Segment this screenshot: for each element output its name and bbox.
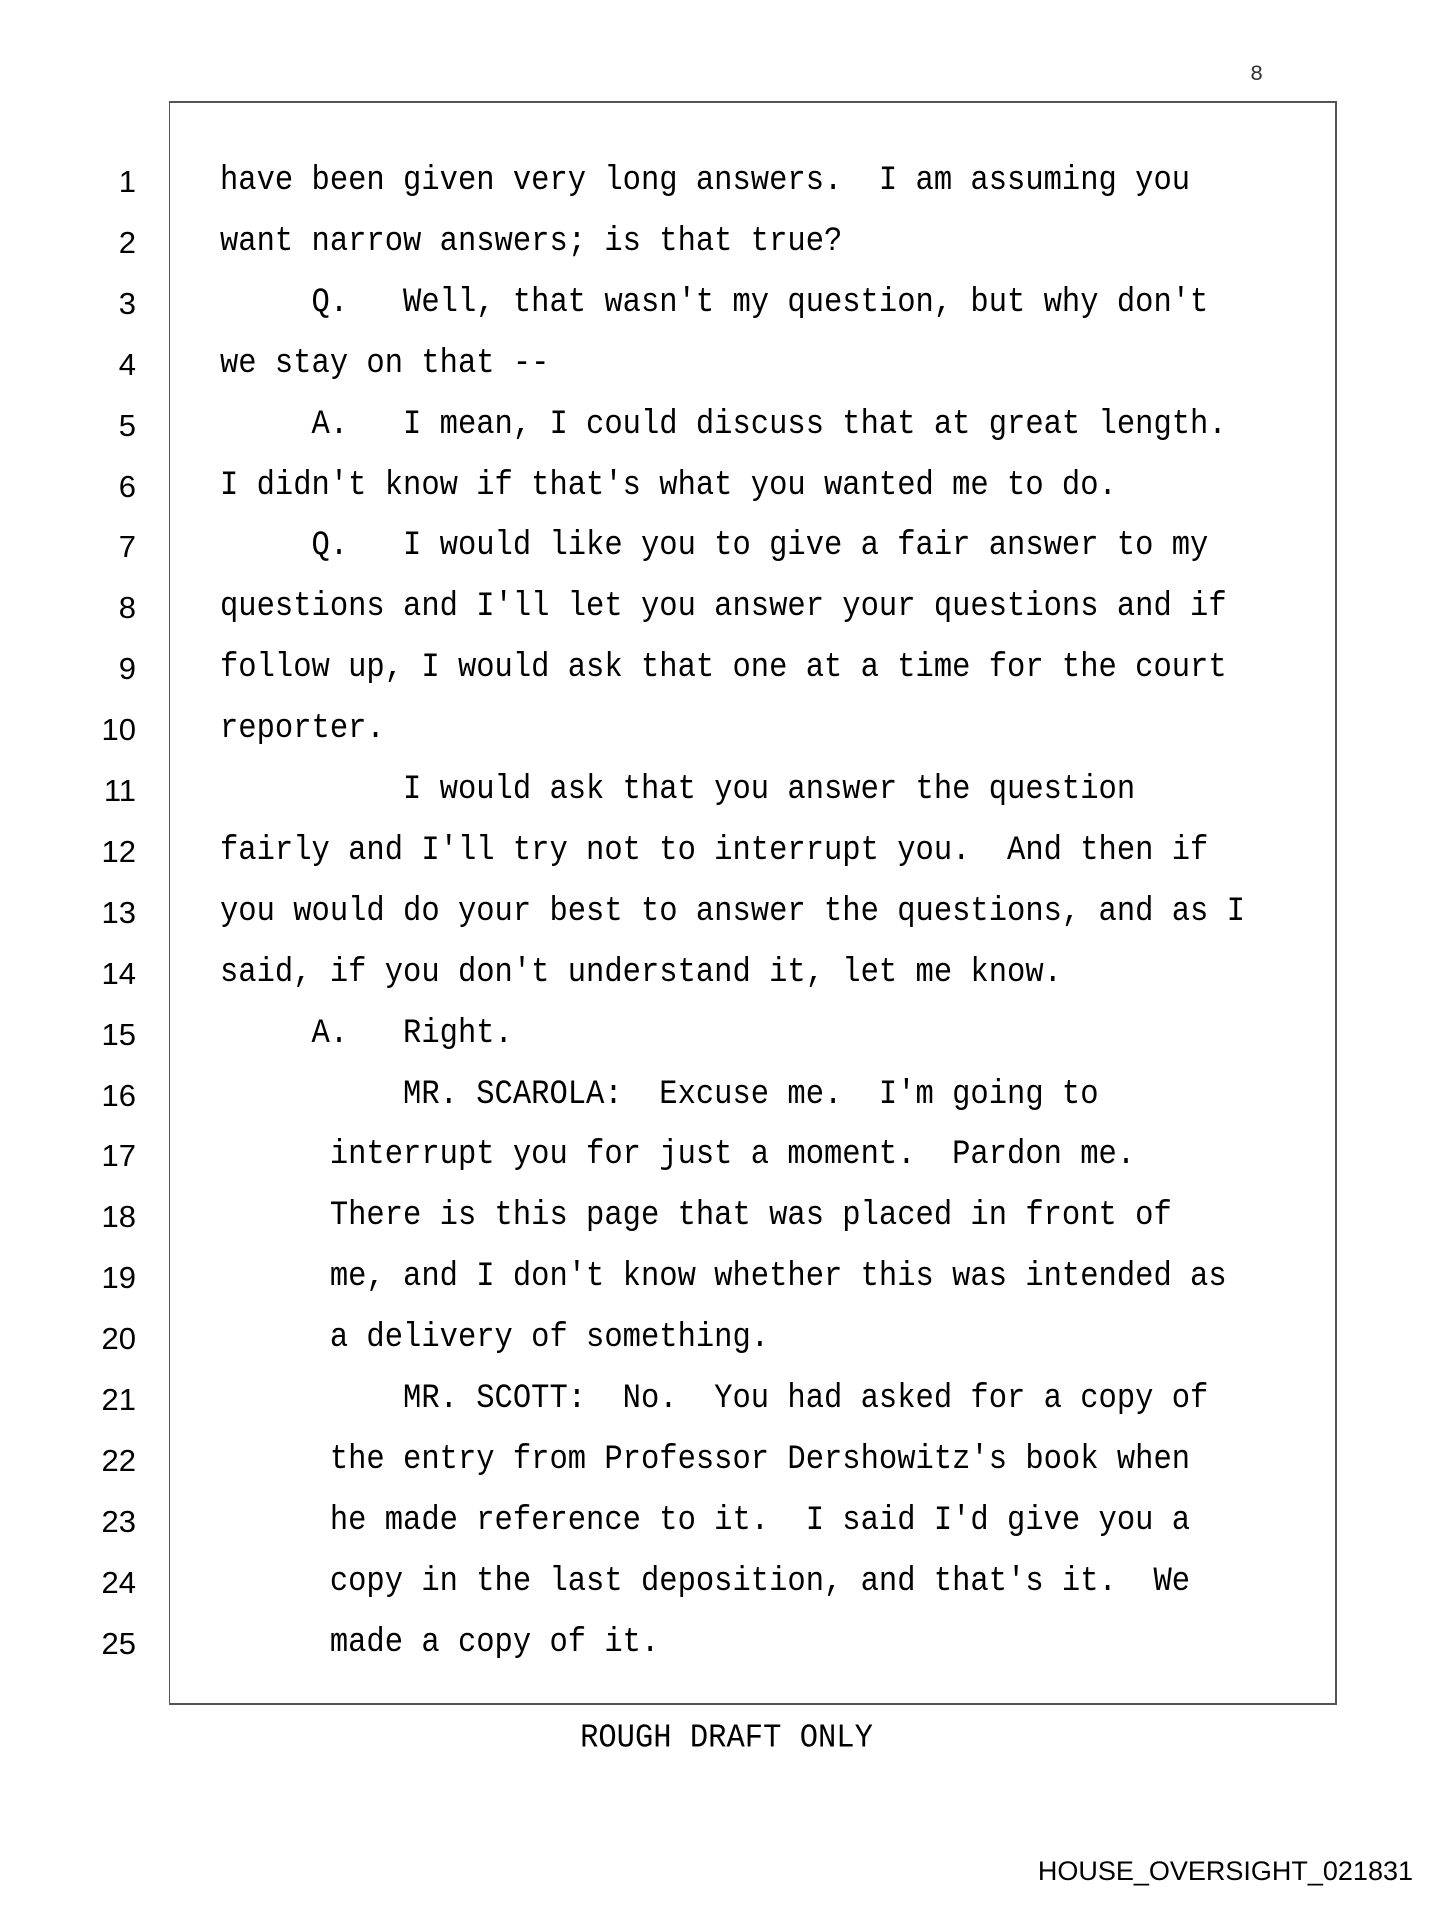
transcript-line: 18 There is this page that was placed in… (0, 1186, 1453, 1247)
line-number: 7 (118, 529, 136, 565)
line-text: said, if you don't understand it, let me… (220, 953, 1062, 992)
transcript-line: 4 we stay on that -- (0, 334, 1453, 395)
transcript-line: 6 I didn't know if that's what you wanted… (0, 456, 1453, 517)
transcript-line: 1 have been given very long answers. I am… (0, 151, 1453, 212)
line-text: There is this page that was placed in fr… (220, 1197, 1172, 1236)
line-number: 12 (101, 833, 136, 869)
line-text: Q. Well, that wasn't my question, but wh… (220, 283, 1209, 322)
line-number: 9 (118, 651, 136, 687)
line-text: a delivery of something. (220, 1318, 770, 1358)
transcript-line: 10 reporter. (0, 699, 1453, 760)
bates-number: HOUSE_OVERSIGHT_021831 (1037, 1856, 1413, 1886)
line-number: 3 (118, 285, 136, 321)
line-number: 13 (101, 894, 136, 930)
line-number: 24 (101, 1564, 136, 1600)
transcript-line: 9 follow up, I would ask that one at a ti… (0, 638, 1453, 699)
line-text: follow up, I would ask that one at a tim… (220, 649, 1227, 688)
transcript-line: 21 MR. SCOTT: No. You had asked for a co… (0, 1369, 1453, 1430)
line-number: 19 (101, 1260, 136, 1296)
line-number: 25 (101, 1625, 136, 1661)
transcript-line: 23 he made reference to it. I said I'd g… (0, 1491, 1453, 1552)
transcript-line: 15 A. Right. (0, 1004, 1453, 1065)
line-number: 2 (118, 224, 136, 260)
line-number: 8 (118, 590, 136, 626)
transcript-line: 16 MR. SCAROLA: Excuse me. I'm going to (0, 1065, 1453, 1126)
line-text: MR. SCAROLA: Excuse me. I'm going to (220, 1075, 1099, 1114)
line-text: I would ask that you answer the question (220, 770, 1136, 809)
line-number: 16 (101, 1077, 136, 1113)
transcript-line: 13 you would do your best to answer the q… (0, 882, 1453, 943)
transcript-line: 24 copy in the last deposition, and that… (0, 1552, 1453, 1613)
transcript-line: 2 want narrow answers; is that true? (0, 212, 1453, 273)
line-number: 11 (103, 773, 136, 808)
page-number: 8 (1250, 62, 1264, 87)
transcript-line: 11 I would ask that you answer the quest… (0, 760, 1453, 821)
transcript-line: 19 me, and I don't know whether this was… (0, 1247, 1453, 1308)
line-number: 5 (118, 407, 136, 443)
line-text: reporter. (220, 709, 385, 749)
line-text: you would do your best to answer the que… (220, 892, 1245, 931)
line-number: 21 (101, 1382, 136, 1417)
transcript-line: 7 Q. I would like you to give a fair ans… (0, 516, 1453, 577)
line-text: I didn't know if that's what you wanted … (220, 466, 1117, 505)
line-number: 4 (118, 346, 136, 382)
transcript-line: 14 said, if you don't understand it, let … (0, 943, 1453, 1004)
transcript-line: 5 A. I mean, I could discuss that at gre… (0, 395, 1453, 456)
line-text: want narrow answers; is that true? (220, 222, 843, 261)
line-number: 23 (101, 1503, 136, 1539)
line-text: questions and I'll let you answer your q… (220, 588, 1227, 627)
line-number: 22 (101, 1442, 136, 1478)
line-number: 14 (101, 955, 136, 991)
line-text: the entry from Professor Dershowitz's bo… (220, 1440, 1191, 1479)
line-text: we stay on that -- (220, 344, 550, 383)
line-text: made a copy of it. (220, 1623, 660, 1662)
line-text: have been given very long answers. I am … (220, 161, 1191, 200)
line-text: A. I mean, I could discuss that at great… (220, 405, 1227, 444)
line-text: interrupt you for just a moment. Pardon … (220, 1136, 1136, 1175)
line-number: 1 (118, 164, 136, 199)
transcript-line: 12 fairly and I'll try not to interrupt y… (0, 821, 1453, 882)
transcript-line: 20 a delivery of something. (0, 1308, 1453, 1369)
line-number: 18 (101, 1199, 136, 1235)
line-text: copy in the last deposition, and that's … (220, 1562, 1191, 1601)
transcript-line: 3 Q. Well, that wasn't my question, but … (0, 273, 1453, 334)
rough-draft-footer: ROUGH DRAFT ONLY (580, 1720, 873, 1758)
transcript-border (169, 101, 1337, 1705)
line-text: Q. I would like you to give a fair answe… (220, 527, 1209, 566)
transcript-line: 17 interrupt you for just a moment. Pard… (0, 1125, 1453, 1186)
line-text: MR. SCOTT: No. You had asked for a copy … (220, 1379, 1209, 1418)
line-text: he made reference to it. I said I'd give… (220, 1501, 1191, 1540)
line-number: 10 (101, 712, 136, 748)
line-text: me, and I don't know whether this was in… (220, 1258, 1227, 1297)
line-number: 20 (101, 1321, 136, 1357)
line-number: 6 (118, 468, 136, 504)
transcript-line: 25 made a copy of it. (0, 1613, 1453, 1674)
transcript-line: 8 questions and I'll let you answer your … (0, 577, 1453, 638)
line-number: 15 (101, 1016, 136, 1052)
line-number: 17 (101, 1138, 136, 1174)
line-text: A. Right. (220, 1014, 513, 1053)
transcript-line: 22 the entry from Professor Dershowitz's… (0, 1430, 1453, 1491)
line-text: fairly and I'll try not to interrupt you… (220, 831, 1209, 870)
